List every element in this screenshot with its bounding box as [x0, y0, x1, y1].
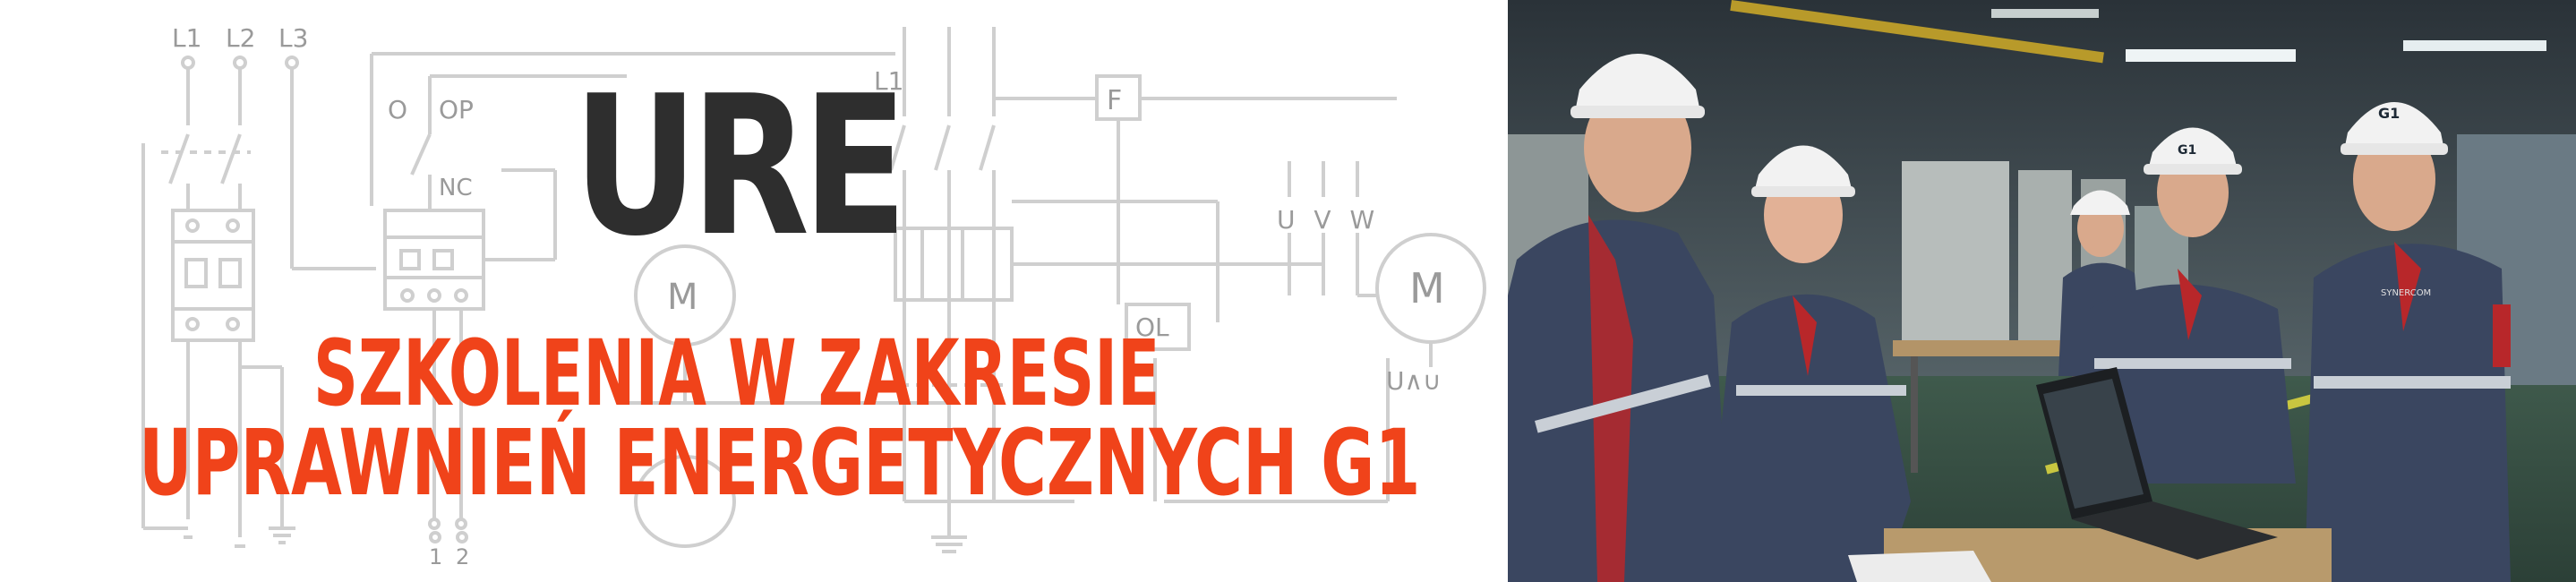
motor-symbol-large: M [1409, 264, 1445, 312]
helmet-marking-right: G1 [2378, 105, 2400, 122]
terminal-label-1: 1 [429, 544, 442, 569]
switch-label-op: OP [439, 95, 474, 124]
terminal-label-2: 2 [456, 544, 469, 569]
motor-terminal-labels: U V W [1277, 205, 1380, 235]
trainee-right: G1 SYNERCOM [2305, 102, 2511, 582]
contactor-label: L1 [874, 66, 903, 96]
trainee-with-laptop: G1 [2081, 127, 2296, 484]
subtitle-line-1: SZKOLENIA W ZAKRESIE [313, 321, 1160, 427]
switch-label-nc: NC [439, 175, 473, 201]
laptop [2036, 367, 2278, 560]
electrical-schematic-background: L1 L2 L3 O OP NC L1 F OL U V W M M U∧∪ 1… [141, 23, 1486, 569]
phase-label-l2: L2 [226, 23, 255, 53]
motor-symbol-small: M [667, 277, 698, 318]
training-photo: G1 G1 SYNERCOM [1508, 0, 2576, 582]
switch-label-o: O [388, 95, 407, 124]
title-panel: L1 L2 L3 O OP NC L1 F OL U V W M M U∧∪ 1… [139, 23, 1486, 569]
phase-label-l1: L1 [172, 23, 201, 53]
subtitle-line-2: UPRAWNIEŃ ENERGETYCZNYCH G1 [139, 410, 1421, 517]
page-title: URE [573, 54, 908, 278]
motor-ac-label: U∧∪ [1386, 366, 1441, 396]
phase-label-l3: L3 [278, 23, 308, 53]
workshop-scene-illustration: G1 G1 SYNERCOM [1508, 0, 2576, 582]
uniform-logo: SYNERCOM [2381, 288, 2431, 298]
fuse-label: F [1107, 85, 1122, 116]
helmet-marking: G1 [2178, 143, 2196, 158]
trainee-woman [1714, 145, 1911, 582]
trainee-left [1508, 54, 1732, 582]
overload-label: OL [1135, 312, 1169, 342]
